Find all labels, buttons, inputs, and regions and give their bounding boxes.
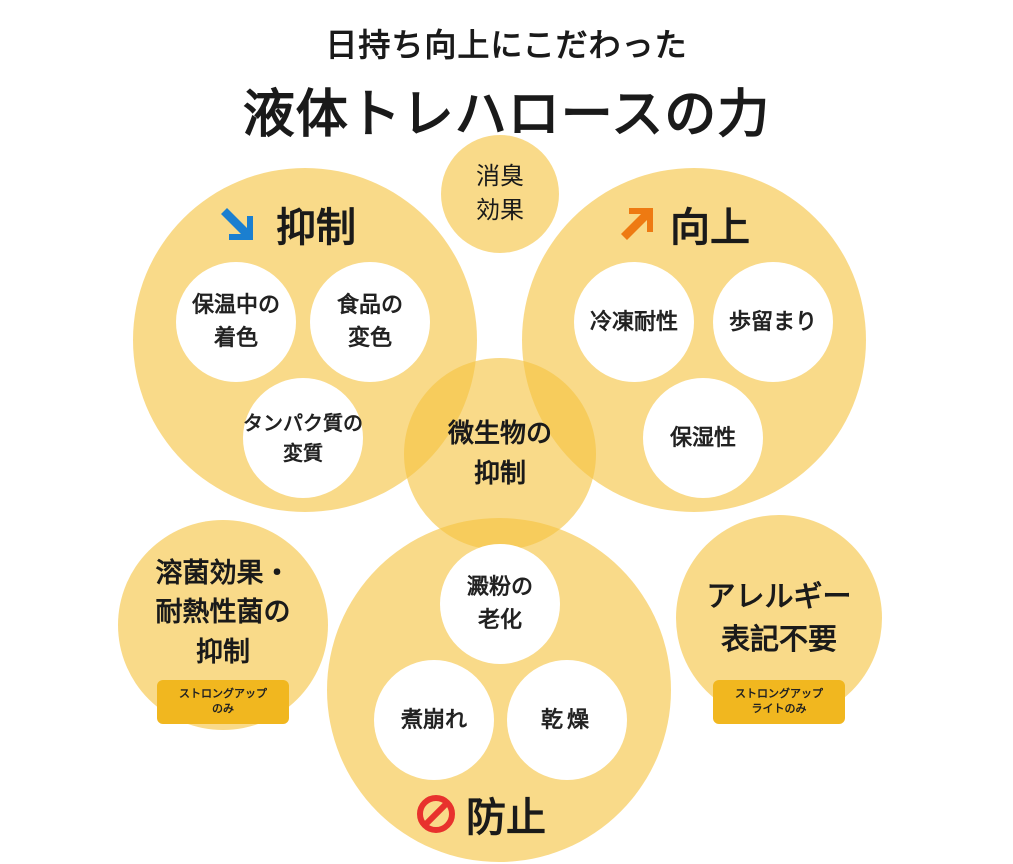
yokusei-item-line1: 食品の: [336, 293, 403, 318]
allergy-line2: 表記不要: [720, 622, 837, 656]
koujou-item-budomari: 歩留まり: [713, 262, 833, 382]
boushi-item-line2: 老化: [477, 608, 522, 633]
yokusei-heading-text: 抑制: [276, 205, 356, 251]
youkin-badge-line1: ストロングアップ: [179, 687, 267, 701]
shoshu-circle: [441, 135, 559, 253]
youkin-badge-line2: のみ: [212, 702, 234, 715]
arrow-up-right-icon: [621, 208, 653, 240]
youkin-line1: 溶菌効果・: [155, 558, 291, 590]
shoshu-line2: 効果: [476, 196, 524, 224]
boushi-heading: 防止: [416, 786, 546, 842]
youkin-line3: 抑制: [196, 636, 250, 668]
boushi-item-nikuzure: 煮崩れ: [374, 660, 494, 780]
yokusei-item-line2: 着色: [213, 326, 258, 351]
koujou-item-hoshitsu: 保湿性: [643, 378, 763, 498]
yokusei-item-line2: 変色: [347, 326, 392, 351]
koujou-item-reitou: 冷凍耐性: [574, 262, 694, 382]
koujou-item-label: 保湿性: [669, 425, 736, 451]
allergy-label: アレルギー 表記不要: [676, 568, 882, 668]
koujou-item-label: 冷凍耐性: [589, 309, 678, 335]
yokusei-item-shokuhin: 食品の 変色: [310, 262, 430, 382]
biseibutsu-line2: 抑制: [473, 459, 526, 489]
allergy-line1: アレルギー: [706, 578, 852, 613]
allergy-badge: ストロングアップ ライトのみ: [713, 680, 845, 724]
youkin-label: 溶菌効果・ 耐熱性菌の 抑制: [118, 548, 328, 678]
yokusei-item-line2: 変質: [283, 441, 323, 465]
biseibutsu-line1: 微生物の: [447, 418, 552, 449]
boushi-item-denpun: 澱粉の 老化: [440, 544, 560, 664]
yokusei-item-line1: 保温中の: [191, 293, 280, 318]
youkin-line2: 耐熱性菌の: [155, 597, 291, 629]
koujou-heading: 向上: [618, 196, 750, 252]
yokusei-item-tanpaku: タンパク質の 変質: [243, 378, 363, 498]
biseibutsu-circle: [404, 358, 596, 550]
subtitle: 日持ち向上にこだわった: [325, 26, 688, 64]
allergy-badge-line1: ストロングアップ: [735, 687, 823, 701]
arrow-down-right-icon: [221, 208, 253, 240]
boushi-heading-text: 防止: [466, 795, 546, 841]
boushi-item-label: 乾燥: [540, 707, 593, 733]
boushi-item-line1: 澱粉の: [466, 575, 533, 600]
boushi-item-label: 煮崩れ: [400, 707, 467, 733]
prohibit-icon: [417, 795, 455, 833]
yokusei-heading: 抑制: [218, 196, 356, 252]
yokusei-item-line1: タンパク質の: [243, 411, 363, 435]
shoshu-line1: 消臭: [476, 162, 524, 191]
yokusei-item-hoonchu: 保温中の 着色: [176, 262, 296, 382]
allergy-badge-line2: ライトのみ: [751, 702, 807, 715]
boushi-item-kansou: 乾燥: [507, 660, 627, 780]
youkin-badge: ストロングアップ のみ: [157, 680, 289, 724]
shoshu-label: 消臭 効果: [441, 135, 559, 253]
koujou-heading-text: 向上: [670, 205, 750, 251]
biseibutsu-label: 微生物の 抑制: [404, 358, 596, 550]
koujou-item-label: 歩留まり: [728, 309, 817, 335]
